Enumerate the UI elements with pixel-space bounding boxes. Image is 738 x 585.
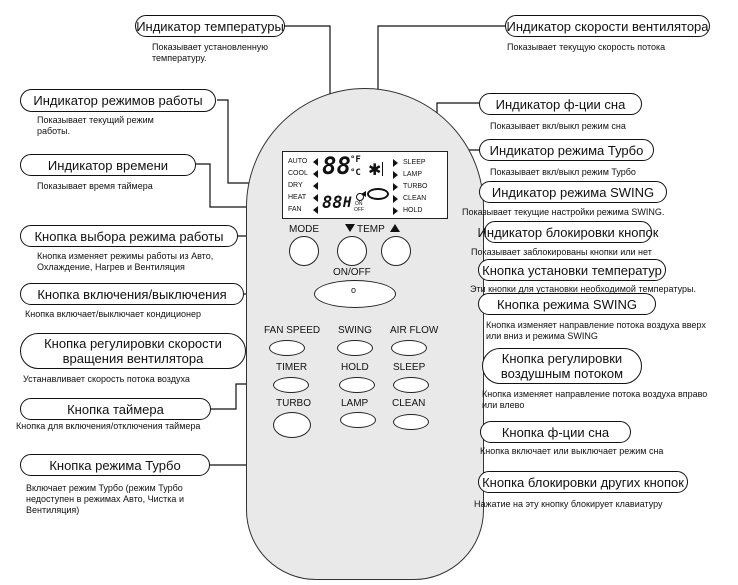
label-mode: MODE (289, 224, 319, 235)
desc-airflow-button: Кнопка изменяет направление потока возду… (482, 389, 708, 410)
desc-swing-indicator: Показывает текущие настройки режима SWIN… (462, 207, 665, 217)
callout-onoff-button: Кнопка включения/выключения (20, 283, 244, 305)
callout-turbo-button: Кнопка режима Турбо (20, 454, 210, 476)
lcd-label-turbo: TURBO (403, 183, 428, 190)
desc-time-indicator: Показывает время таймера (37, 181, 153, 191)
callout-turbo-indicator: Индикатор режима Турбо (479, 139, 654, 161)
label-timer: TIMER (276, 362, 308, 373)
label-hold: HOLD (341, 362, 369, 373)
desc-temp-buttons: Эти кнопки для установки необходимой тем… (470, 284, 696, 294)
callout-sleep-button: Кнопка ф-ции сна (480, 421, 631, 443)
lcd-timer-on: ON (355, 201, 363, 207)
lcd-temp-unit-f: °F (350, 155, 361, 165)
desc-mode-button: Кнопка изменяет режимы работы из Авто, О… (37, 251, 214, 272)
mode-pointer-icon (313, 206, 318, 214)
lcd-label-clean: CLEAN (403, 195, 427, 202)
mode-button[interactable] (289, 236, 319, 266)
air-flow-button[interactable] (391, 340, 427, 356)
mode-pointer-icon (313, 170, 318, 178)
swing-button[interactable] (337, 340, 373, 356)
lcd-label-hold: HOLD (403, 207, 423, 214)
desc-fan-speed-indicator: Показывает текущую скорость потока (507, 42, 666, 52)
fan-speed-button[interactable] (269, 340, 305, 356)
callout-swing-indicator: Индикатор режима SWING (479, 181, 667, 203)
mode-pointer-icon (313, 194, 318, 202)
sleep-button[interactable] (393, 377, 429, 393)
right-pointer-icon (393, 195, 398, 203)
label-temp: TEMP (357, 224, 385, 235)
lcd-screen (282, 151, 448, 219)
desc-lock-indicator: Показывает заблокированы кнопки или нет (471, 247, 652, 257)
hold-button[interactable] (339, 377, 375, 393)
lcd-time-unit: H (343, 195, 352, 211)
timer-button[interactable] (273, 377, 309, 393)
desc-onoff-button: Кнопка включает/выключает кондиционер (25, 309, 201, 319)
mode-pointer-icon (313, 182, 318, 190)
label-sleep: SLEEP (393, 362, 426, 373)
desc-swing-button: Кнопка изменяет направление потока возду… (486, 320, 706, 341)
callout-time-indicator: Индикатор времени (20, 154, 196, 176)
lcd-temp-unit-c: °C (350, 168, 361, 178)
desc-turbo-button: Включает режим Турбо (режим Турбо недост… (26, 483, 184, 515)
label-swing: SWING (338, 325, 372, 336)
lcd-temp-digits: 88 (322, 152, 351, 180)
right-pointer-icon (393, 159, 398, 167)
callout-sleep-indicator: Индикатор ф-ции сна (479, 93, 642, 115)
callout-fan-speed-indicator: Индикатор скорости вентилятора (505, 15, 710, 37)
lcd-mode-cool: COOL (288, 170, 308, 177)
lcd-time-digits: 88 (322, 193, 343, 213)
lcd-label-sleep: SLEEP (403, 159, 426, 166)
lcd-mode-fan: FAN (288, 206, 302, 213)
lcd-timer-off: OFF (354, 207, 364, 213)
right-pointer-icon (393, 171, 398, 179)
swing-left-arrow-icon (361, 191, 366, 197)
callout-lock-button: Кнопка блокировки других кнопок (478, 471, 688, 493)
lamp-button[interactable] (340, 412, 376, 428)
callout-timer-button: Кнопка таймера (20, 398, 211, 420)
desc-fanspeed-button: Устанавливает скорость потока воздуха (23, 374, 190, 384)
lcd-label-lamp: LAMP (403, 171, 423, 178)
lcd-mode-heat: HEAT (288, 194, 307, 201)
onoff-dot: o (351, 285, 357, 295)
callout-fanspeed-button: Кнопка регулировки скорости вращения вен… (20, 333, 246, 369)
label-clean: CLEAN (392, 398, 426, 409)
temp-up-arrow-icon (390, 224, 400, 232)
desc-lock-button: Нажатие на эту кнопку блокирует клавиату… (474, 499, 663, 509)
label-fan-speed: FAN SPEED (264, 325, 321, 336)
swing-icon (367, 188, 389, 200)
callout-lock-indicator: Индикатор блокировки кнопок (478, 221, 658, 243)
mode-pointer-icon (313, 158, 318, 166)
desc-mode-indicator: Показывает текущий режим работы. (37, 115, 154, 136)
turbo-button[interactable] (273, 412, 311, 438)
callout-airflow-button: Кнопка регулировки воздушным потоком (482, 348, 642, 384)
callout-mode-indicator: Индикатор режимов работы (20, 89, 216, 112)
onoff-button[interactable] (314, 280, 396, 308)
label-air-flow: AIR FLOW (390, 325, 439, 336)
desc-temp-indicator: Показывает установленную температуру. (152, 42, 269, 63)
temp-up-button[interactable] (381, 236, 411, 266)
right-pointer-icon (393, 183, 398, 191)
callout-mode-button: Кнопка выбора режима работы (20, 225, 238, 247)
fan-speed-bars-icon (382, 162, 387, 176)
label-turbo: TURBO (276, 398, 311, 409)
clock-icon (356, 193, 364, 201)
temp-down-arrow-icon (345, 224, 355, 232)
temp-down-button[interactable] (337, 236, 367, 266)
right-pointer-icon (393, 207, 398, 215)
lcd-mode-auto: AUTO (288, 158, 308, 165)
callout-swing-button: Кнопка режима SWING (478, 293, 656, 315)
callout-temp-buttons: Кнопка установки температур (478, 259, 666, 281)
label-onoff: ON/OFF (333, 267, 371, 278)
desc-sleep-indicator: Показывает вкл/выкл режим сна (490, 121, 626, 131)
lcd-mode-dry: DRY (288, 182, 303, 189)
desc-turbo-indicator: Показывает вкл/выкл режим Турбо (490, 167, 636, 177)
label-lamp: LAMP (341, 398, 369, 409)
desc-sleep-button: Кнопка включает или выключает режим сна (480, 446, 664, 456)
desc-timer-button: Кнопка для включения/отключения таймера (16, 421, 201, 431)
clean-button[interactable] (393, 414, 429, 430)
fan-icon: ✱ (368, 162, 382, 179)
callout-temp-indicator: Индикатор температуры (135, 15, 285, 37)
